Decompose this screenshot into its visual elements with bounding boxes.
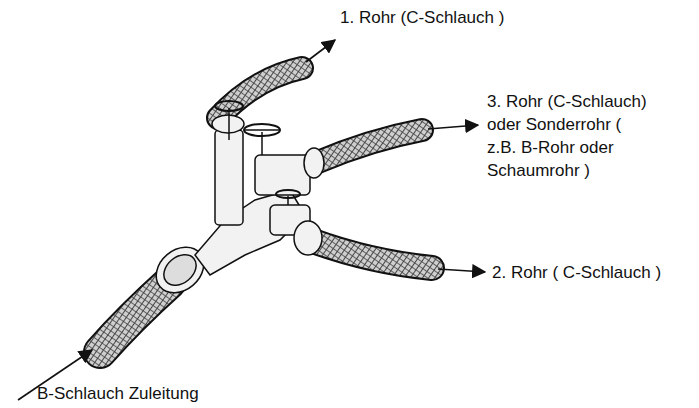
b-hose <box>100 282 170 352</box>
valve-spindle-1 <box>228 108 230 140</box>
hose-2 <box>310 240 432 268</box>
leader-arrows <box>18 40 485 400</box>
handwheel-1 <box>215 101 243 111</box>
coupling-1 <box>212 115 244 133</box>
coupling-3 <box>304 148 324 178</box>
hose-2-outline <box>310 240 432 268</box>
outlet-label: 3. Rohr (C-Schlauch) oder Sonderrohr ( z… <box>487 90 647 182</box>
outlet-label: 1. Rohr (C-Schlauch ) <box>340 6 504 29</box>
inlet-label: B-Schlauch Zuleitung <box>37 382 199 405</box>
arrow-1 <box>306 40 335 62</box>
handwheel-3 <box>244 124 280 136</box>
outlet-3-housing <box>255 155 310 195</box>
handwheel-spoke <box>244 129 280 131</box>
hose-group <box>100 68 432 352</box>
outlet-1-housing <box>215 130 243 225</box>
b-hose-outline <box>100 282 170 352</box>
arrow-3 <box>428 125 478 129</box>
hose-3 <box>318 130 422 162</box>
outlet-label: 2. Rohr ( C-Schlauch ) <box>492 261 661 284</box>
distributor-body <box>147 101 324 302</box>
handwheel-2 <box>276 190 300 198</box>
hose-3-outline <box>318 130 422 162</box>
arrow-2 <box>438 269 485 272</box>
coupling-2 <box>294 221 322 255</box>
